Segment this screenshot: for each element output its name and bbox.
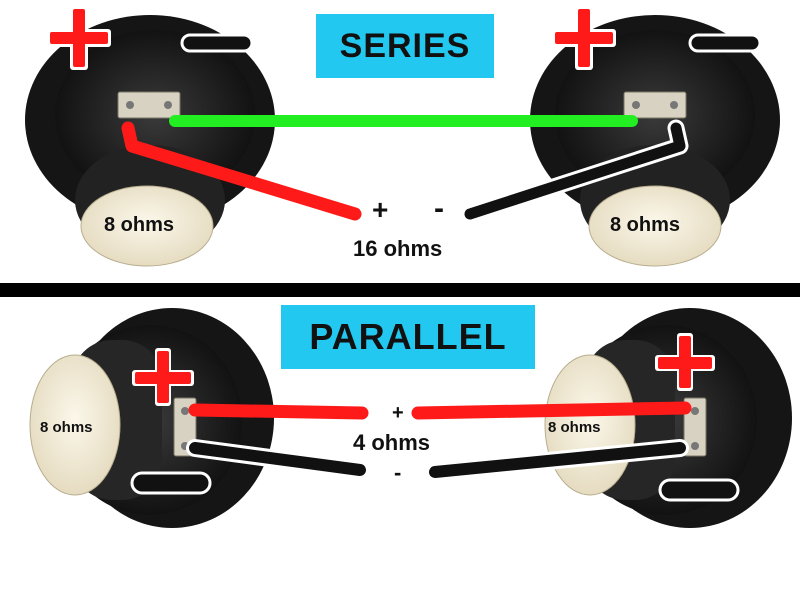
dust-cap xyxy=(588,185,722,267)
series-left-speaker-label: 8 ohms xyxy=(104,214,175,236)
terminal-screw-icon xyxy=(126,101,134,109)
series-negative-wire xyxy=(464,122,686,220)
parallel-total-impedance: 4 ohms xyxy=(353,430,431,455)
series-title: SERIES xyxy=(339,26,471,65)
terminal-screw-icon xyxy=(632,101,640,109)
terminal-screw-icon xyxy=(181,407,189,415)
section-divider xyxy=(0,283,800,297)
series-positive-wire xyxy=(121,121,362,221)
terminal-block xyxy=(117,91,181,119)
terminal-screw-icon xyxy=(691,442,699,450)
plus-sign-icon xyxy=(47,6,111,70)
series-plus-terminal-label: + xyxy=(372,194,389,225)
parallel-speaker-left xyxy=(29,308,274,528)
series-total-impedance: 16 ohms xyxy=(353,236,443,261)
parallel-right-speaker-label: 8 ohms xyxy=(548,419,601,436)
parallel-title-box: PARALLEL xyxy=(281,305,535,369)
plus-sign-icon xyxy=(552,6,616,70)
parallel-left-speaker-label: 8 ohms xyxy=(40,419,93,436)
terminal-block xyxy=(623,91,687,119)
minus-sign-icon xyxy=(688,33,762,53)
parallel-title: PARALLEL xyxy=(309,316,507,357)
parallel-negative-wire-left xyxy=(189,442,366,476)
terminal-screw-icon xyxy=(691,407,699,415)
dust-cap xyxy=(80,185,214,267)
minus-sign-icon xyxy=(180,33,254,53)
parallel-positive-wire-left xyxy=(188,403,369,420)
terminal-screw-icon xyxy=(164,101,172,109)
parallel-positive-wire-right xyxy=(411,401,692,420)
plus-sign-icon xyxy=(132,348,194,406)
series-minus-terminal-label: - xyxy=(434,192,444,225)
dust-cap xyxy=(29,354,121,496)
series-title-box: SERIES xyxy=(316,14,494,78)
plus-sign-icon xyxy=(655,333,715,391)
parallel-negative-wire-right xyxy=(429,442,686,478)
terminal-screw-icon xyxy=(670,101,678,109)
minus-sign-icon xyxy=(658,478,740,502)
minus-sign-icon xyxy=(130,471,212,495)
series-right-speaker-label: 8 ohms xyxy=(610,214,681,236)
parallel-plus-terminal-label: + xyxy=(392,402,404,424)
parallel-minus-terminal-label: - xyxy=(394,460,402,485)
